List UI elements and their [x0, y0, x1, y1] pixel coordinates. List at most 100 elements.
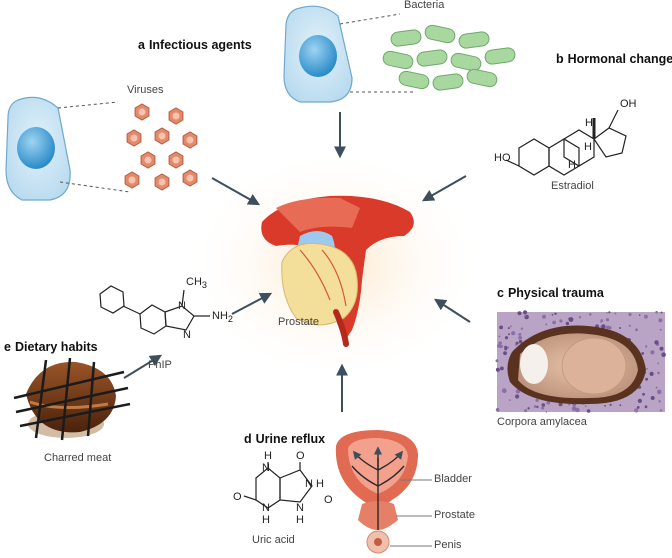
tissue-cell	[650, 396, 655, 400]
tissue-cell	[655, 386, 658, 389]
tissue-cell	[601, 324, 606, 329]
arrow-meat-to-phip	[123, 354, 163, 379]
arrow-from-hormones	[421, 175, 467, 202]
tissue-cell	[535, 398, 539, 402]
tissue-cell	[634, 408, 639, 413]
tissue-cell	[559, 319, 563, 323]
bacteria-label: Bacteria	[404, 0, 445, 11]
tissue-cell	[499, 325, 503, 330]
tissue-cell	[619, 327, 622, 329]
bacterium	[458, 31, 490, 49]
tissue-cell	[646, 367, 649, 370]
tissue-cell	[575, 407, 580, 413]
tissue-cell	[515, 394, 520, 399]
uric-n2: N	[305, 478, 313, 490]
virus-core	[172, 156, 180, 164]
tissue-cell	[641, 352, 645, 355]
tissue-cell	[551, 313, 554, 316]
uric-n1: N	[262, 462, 270, 474]
tissue-cell	[658, 400, 661, 403]
tissue-cell	[657, 389, 662, 395]
tissue-cell	[600, 325, 602, 328]
prostate-organ-illustration	[261, 195, 414, 347]
prostate-center-label: Prostate	[278, 316, 319, 328]
tissue-cell	[644, 405, 648, 409]
tissue-cell	[501, 388, 507, 394]
tissue-cell	[609, 403, 612, 406]
panel-letter: d	[244, 432, 252, 446]
bacterium	[398, 70, 430, 90]
virus-core	[172, 112, 180, 120]
estradiol-h3: H	[568, 159, 576, 171]
tissue-cell	[517, 311, 522, 316]
estradiol-h2: H	[584, 141, 592, 153]
tissue-cell	[498, 341, 503, 345]
arrow-from-phip	[231, 292, 273, 315]
virus-core	[158, 132, 166, 140]
tissue-cell	[524, 409, 528, 413]
virus-cluster-icon	[124, 103, 198, 191]
uric-o-left: O	[233, 491, 242, 503]
prostate-small-label: Prostate	[434, 509, 475, 521]
tissue-cell	[635, 328, 638, 332]
tissue-cell	[649, 371, 654, 376]
tissue-cell	[508, 333, 510, 336]
tissue-cell	[504, 336, 509, 340]
tissue-cell	[660, 311, 663, 314]
tissue-cell	[527, 407, 530, 410]
tissue-cell	[628, 324, 631, 327]
uric-h-right: H	[316, 478, 324, 490]
tissue-cell	[655, 310, 658, 314]
tissue-cell	[498, 335, 501, 338]
tissue-cell	[497, 344, 501, 348]
urinary-tract-illustration	[335, 430, 432, 554]
uric-n3: N	[262, 502, 270, 514]
top-cell-illustration	[283, 5, 415, 103]
tissue-cell	[515, 341, 519, 345]
panel-title: Hormonal changes	[567, 52, 672, 66]
tissue-cell	[659, 409, 663, 412]
tissue-cell	[661, 352, 666, 358]
tissue-cell	[495, 408, 500, 412]
tissue-cell	[642, 392, 645, 396]
tissue-cell	[518, 332, 522, 336]
bacterium	[450, 52, 482, 72]
tissue-cell	[536, 405, 539, 409]
tissue-cell	[658, 318, 663, 323]
panel-letter: e	[4, 340, 11, 354]
panel-title: Physical trauma	[507, 286, 604, 300]
uric-h-bot2: H	[296, 514, 304, 526]
bacterium	[390, 29, 422, 47]
tissue-cell	[637, 398, 643, 403]
tissue-cell	[650, 350, 655, 355]
tissue-cell	[541, 406, 545, 410]
tissue-cell	[657, 362, 660, 365]
arrows	[123, 112, 471, 412]
tissue-cell	[619, 404, 622, 407]
tissue-cell	[504, 345, 507, 349]
charred-meat-label: Charred meat	[44, 452, 112, 464]
tissue-cell	[523, 310, 528, 315]
nucleus-icon	[17, 127, 55, 169]
tissue-cell	[568, 317, 571, 320]
nucleus-icon	[299, 35, 337, 77]
tissue-cell	[554, 312, 557, 315]
estradiol-structure	[505, 109, 627, 176]
tissue-cell	[628, 312, 632, 317]
uric-h-bot1: H	[262, 514, 270, 526]
estradiol-ho: HO	[494, 152, 511, 164]
tissue-cell	[565, 321, 570, 326]
viruses-label: Viruses	[127, 84, 164, 96]
virus-core	[186, 136, 194, 144]
corpora-amylacea-image	[495, 310, 666, 413]
bacterium	[432, 73, 464, 91]
bladder-label: Bladder	[434, 473, 472, 485]
tissue-cell	[524, 314, 527, 317]
uric-acid-label: Uric acid	[252, 534, 295, 546]
panel-letter: c	[497, 286, 504, 300]
tissue-cell	[503, 351, 507, 356]
